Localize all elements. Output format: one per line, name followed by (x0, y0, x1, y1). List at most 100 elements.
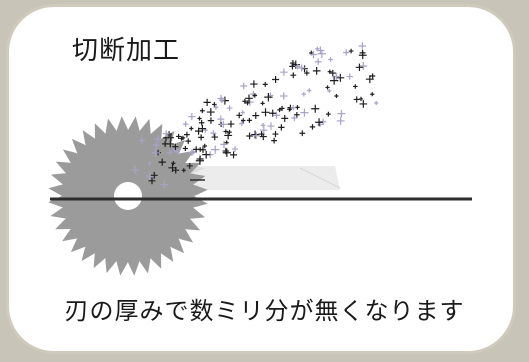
arbor-hole (114, 182, 142, 210)
sawdust-chip (211, 133, 218, 141)
sawdust-chip (239, 120, 245, 127)
sawdust-chip (290, 72, 297, 79)
sawdust-chip (272, 111, 281, 119)
sawdust-chip (346, 73, 353, 80)
sawdust-chip (252, 93, 258, 98)
sawdust-chip (224, 131, 233, 140)
sawdust-chip (145, 172, 154, 181)
sawdust-chip (359, 100, 368, 108)
sawdust-chip (359, 62, 368, 70)
sawdust-chip (193, 146, 200, 153)
sawdust-chip (309, 50, 318, 59)
sawdust-chip (358, 96, 364, 102)
sawdust-chip (171, 146, 177, 152)
sawdust-chip (220, 140, 228, 149)
sawdust-chip (311, 104, 320, 113)
sawdust-chip (315, 118, 323, 127)
sawdust-chip (259, 132, 267, 141)
sawdust-chip (219, 120, 227, 128)
sawdust-chip (130, 165, 140, 175)
sawdust-chip (223, 129, 229, 134)
sawdust-chip (365, 75, 374, 84)
sawdust-chip (222, 148, 231, 157)
sawdust-chip (326, 111, 331, 117)
sawdust-chip (262, 81, 268, 87)
sawdust-chip (252, 112, 260, 119)
sawdust-chip (312, 67, 321, 75)
sawdust-chip (246, 132, 253, 140)
sawdust-chip (314, 58, 322, 66)
sawdust-chip (328, 57, 333, 62)
sawdust-chip (325, 85, 330, 90)
sawdust-chip (182, 145, 188, 152)
sawdust-chip (348, 48, 354, 54)
sawdust-chip (272, 75, 280, 84)
sawdust-particles (130, 42, 379, 189)
sawdust-chip (190, 149, 196, 155)
sawdust-chip (353, 96, 360, 103)
sawdust-chip (242, 98, 248, 104)
sawdust-chip (219, 97, 225, 103)
sawdust-chip (260, 126, 268, 134)
sawdust-chip (272, 131, 279, 138)
sawdust-chip (261, 108, 270, 117)
sawdust-chip (182, 121, 189, 127)
sawdust-chip (197, 116, 202, 121)
sawdust-chip (226, 105, 233, 111)
sawdust-chip (213, 104, 219, 110)
sawdust-chip (202, 143, 208, 149)
sawdust-chip (281, 114, 289, 122)
sawdust-chip (153, 142, 160, 149)
sawdust-chip (202, 150, 211, 159)
sawdust-chip (151, 148, 160, 157)
sawdust-chip (353, 84, 358, 89)
sawdust-chip (206, 108, 215, 116)
sawdust-chip (158, 158, 166, 166)
sawdust-chip (171, 161, 176, 166)
sawdust-chip (166, 140, 174, 148)
sawdust-chip (230, 151, 238, 159)
sawdust-chip (217, 94, 225, 103)
sawdust-chip (299, 130, 306, 137)
sawdust-chip (300, 108, 309, 117)
caption: 刃の厚みで数ミリ分が無くなります (64, 297, 465, 325)
sawdust-chip (336, 116, 345, 125)
sawdust-chip (358, 42, 367, 50)
sawdust-chip (198, 124, 207, 133)
sawdust-chip (316, 46, 325, 55)
sawdust-chip (188, 113, 196, 121)
sawdust-chip (186, 162, 193, 169)
sawdust-chip (271, 137, 278, 144)
sawdust-chip (245, 94, 253, 103)
title: 切断加工 (72, 36, 181, 66)
sawdust-chip (269, 109, 277, 117)
sawdust-chip (260, 122, 266, 128)
sawdust-chip (252, 132, 260, 140)
sawdust-chip (212, 102, 217, 107)
sawdust-chip (167, 134, 174, 141)
sawdust-chip (334, 93, 339, 99)
sawdust-chip (309, 124, 316, 130)
sawdust-chip (199, 108, 205, 114)
sawdust-chip (295, 105, 300, 110)
sawdust-chip (199, 146, 207, 153)
sawdust-chip (298, 64, 306, 72)
sawdust-chip (240, 82, 248, 90)
sawdust-chip (291, 114, 298, 122)
sawdust-chip (250, 80, 258, 88)
sawdust-chip (267, 122, 275, 130)
sawdust-chip (179, 136, 184, 141)
sawdust-chip (196, 155, 204, 163)
sawdust-chip (154, 135, 162, 143)
sawdust-chip (304, 70, 310, 76)
sawdust-chip (336, 73, 345, 82)
sawdust-chip (189, 126, 194, 131)
sawdust-chip (301, 91, 307, 97)
sawdust-chip (227, 120, 235, 128)
sawdust-chip (307, 88, 312, 93)
sawdust-chip (246, 117, 252, 123)
sawdust-chip (138, 137, 146, 144)
sawdust-chip (150, 171, 158, 179)
